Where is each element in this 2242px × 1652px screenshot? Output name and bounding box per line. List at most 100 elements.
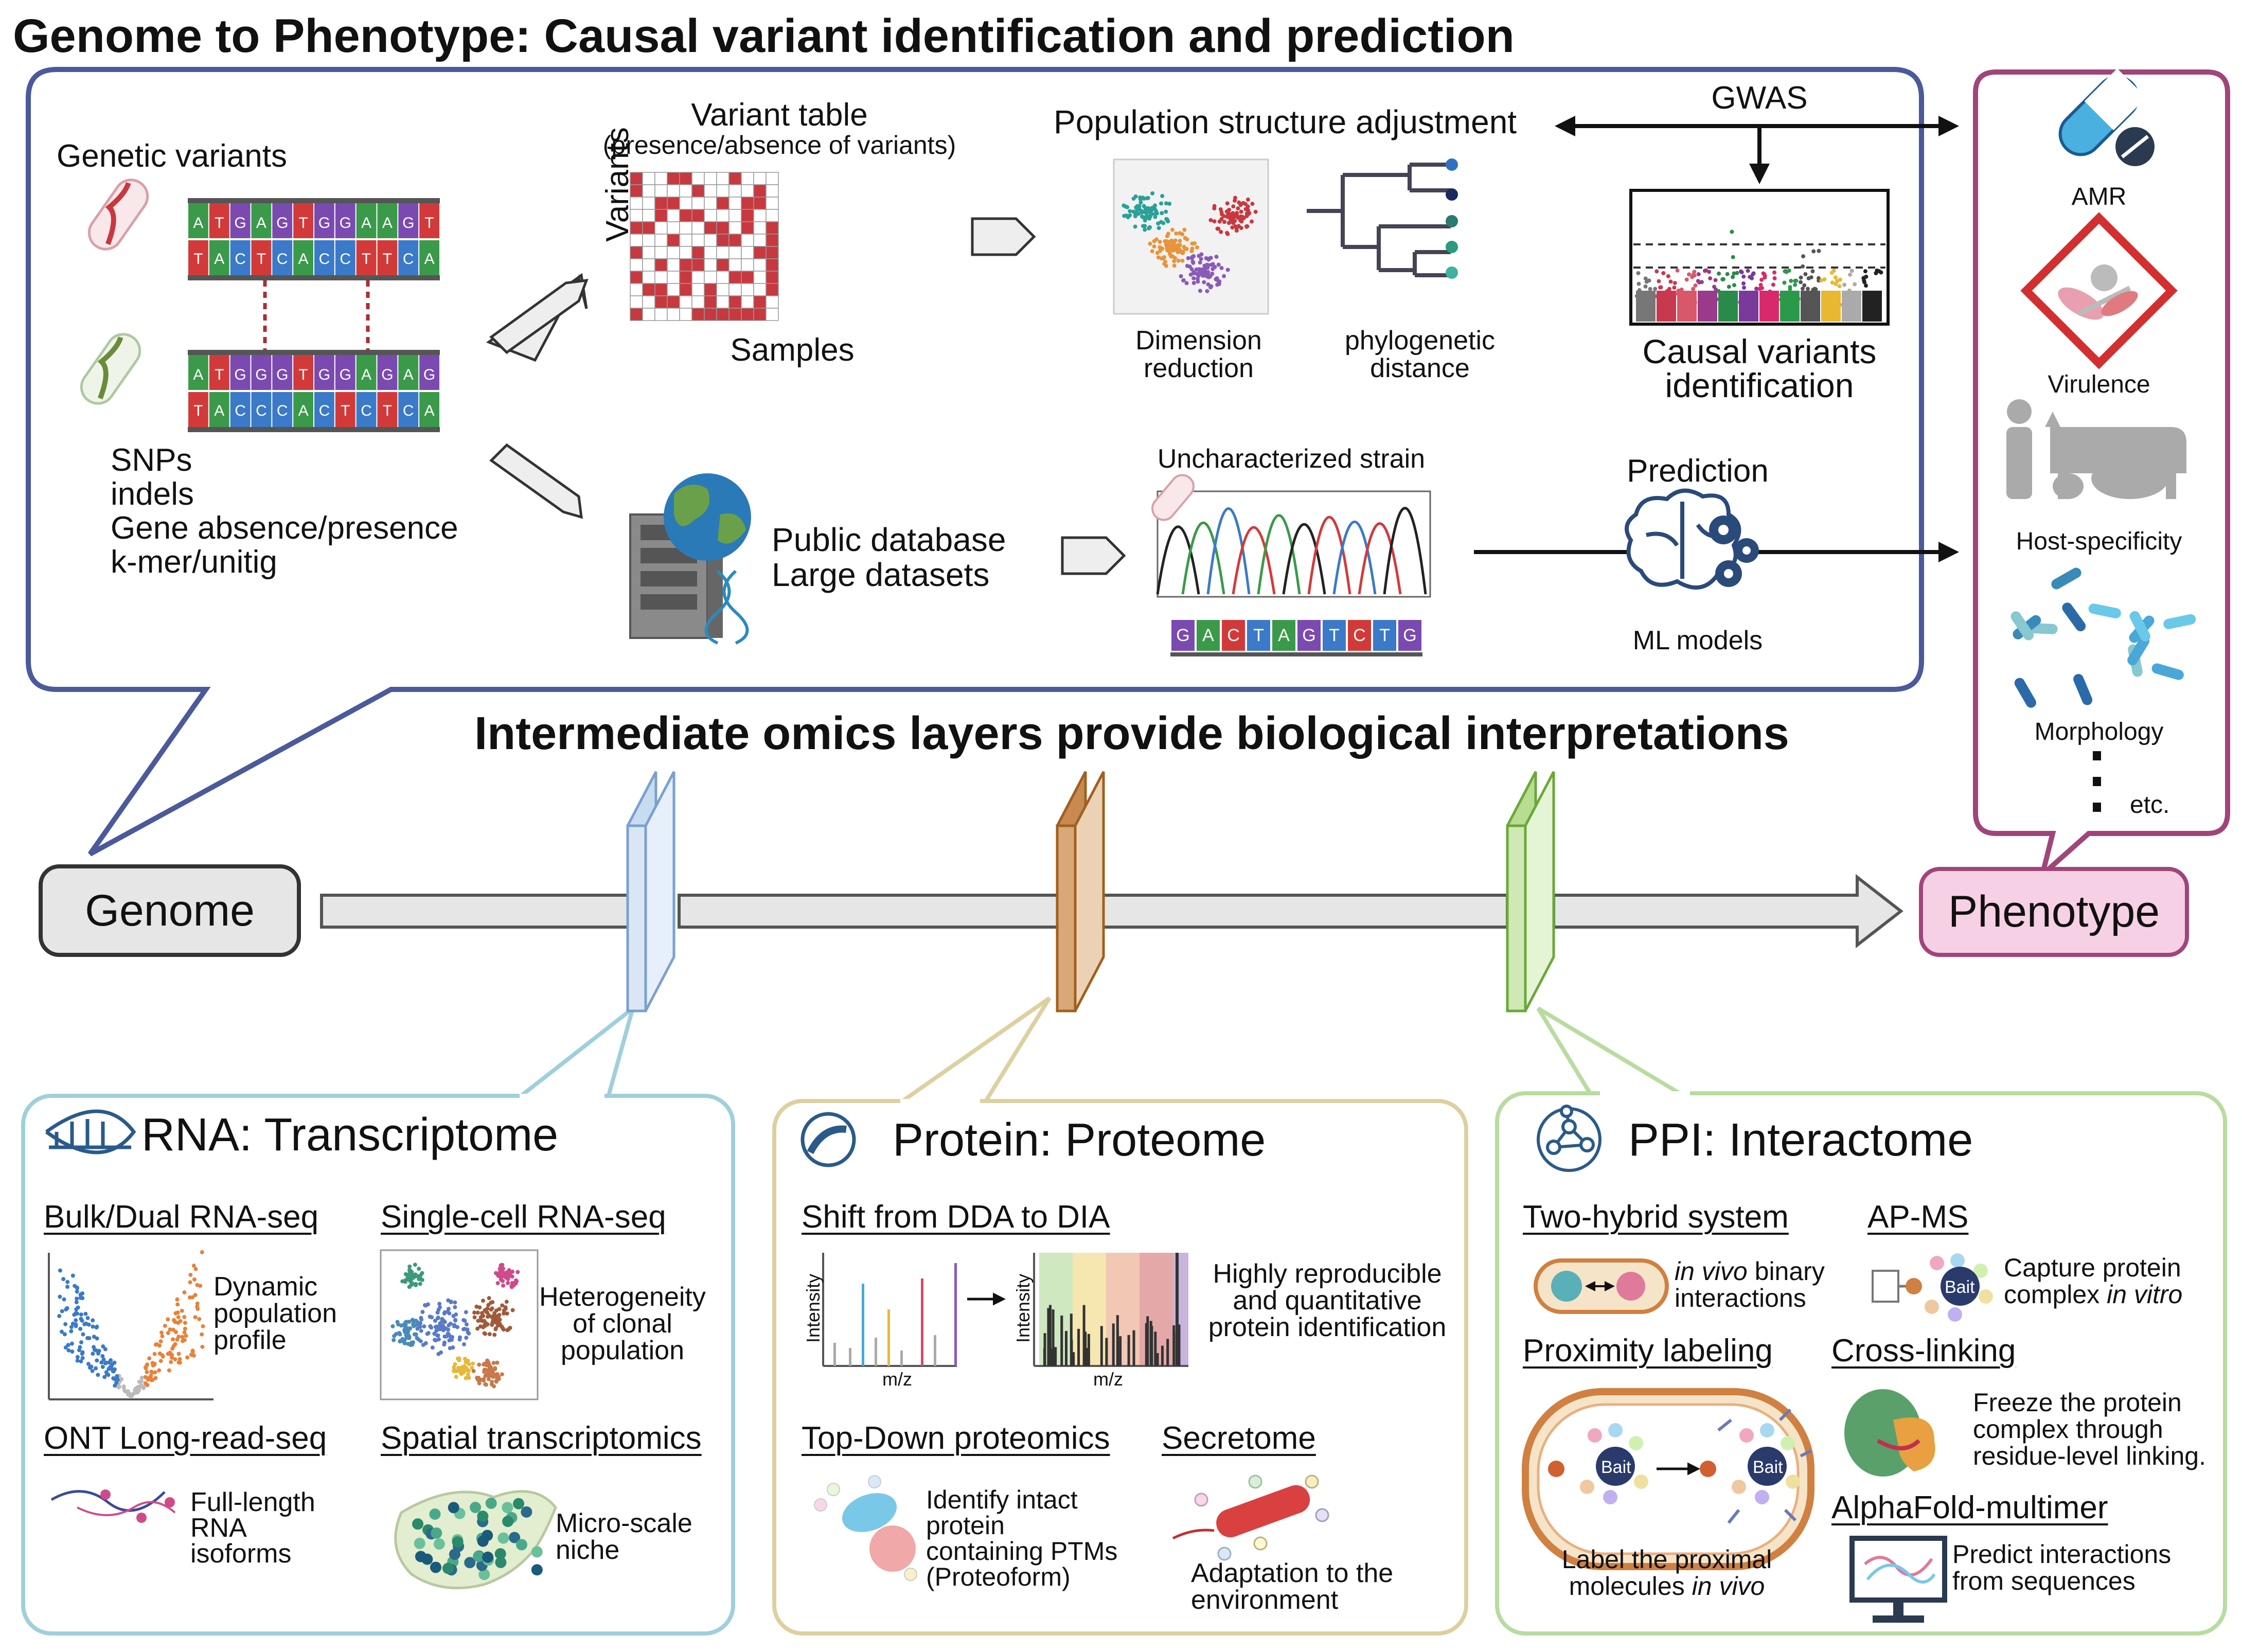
vertical-ellipsis-icon xyxy=(2093,751,2101,812)
dna-base: A xyxy=(214,251,224,268)
population-structure-label: Population structure adjustment xyxy=(1054,103,1517,140)
dna-base: C xyxy=(340,251,351,268)
dna-base: C xyxy=(235,402,246,419)
dia-intensity-label: Intensity xyxy=(1012,1273,1034,1343)
morphology-label: Morphology xyxy=(2034,718,2164,745)
dna-base: A xyxy=(214,402,224,419)
bacterium-icon-small xyxy=(1151,474,1195,521)
prediction-label: Prediction xyxy=(1627,453,1769,489)
dna-base: G xyxy=(340,366,351,383)
apms-heading: AP-MS xyxy=(1867,1199,1969,1235)
samples-axis-label: Samples xyxy=(730,332,855,368)
pipeline-arrow xyxy=(320,874,1903,949)
apms-desc: Capture protein complex in vitro xyxy=(2004,1253,2183,1309)
dna-base: C xyxy=(403,251,414,268)
dia-mz-label: m/z xyxy=(1093,1369,1123,1390)
topdown-heading: Top-Down proteomics xyxy=(802,1420,1110,1456)
uncharacterized-strain-label: Uncharacterized strain xyxy=(1157,444,1426,474)
dna-base: C xyxy=(277,251,288,268)
chromatogram-base: G xyxy=(1398,620,1421,651)
dda-mz-label: m/z xyxy=(882,1369,912,1390)
proximity-heading: Proximity labeling xyxy=(1523,1333,1773,1369)
alphafold-heading: AlphaFold-multimer xyxy=(1831,1490,2108,1525)
spatial-tissue-icon xyxy=(394,1490,557,1590)
chromatogram-base: T xyxy=(1247,620,1270,651)
bacteria-morphology-icons xyxy=(2010,567,2196,708)
dna-base: A xyxy=(361,366,371,383)
dna-base: T xyxy=(383,251,392,268)
two-hybrid-desc: in vivo binary interactions xyxy=(1675,1257,1825,1312)
chromatogram xyxy=(1156,490,1431,656)
variant-type-item: Gene absence/presence xyxy=(111,510,458,546)
globe-icon xyxy=(664,473,751,561)
dna-base: A xyxy=(424,251,435,268)
dna-base: T xyxy=(383,402,392,419)
dna-base: G xyxy=(255,366,267,383)
protein-icon xyxy=(800,1112,856,1167)
genetic-variants-label: Genetic variants xyxy=(57,138,287,174)
dna-base: C xyxy=(361,402,372,419)
apms-icon xyxy=(1872,1253,1993,1322)
chromatogram-base: A xyxy=(1272,620,1295,651)
genome-box: Genome xyxy=(39,864,301,957)
variant-table-title: Variant table xyxy=(691,97,868,133)
dna-base: T xyxy=(215,215,224,232)
dna-base: A xyxy=(298,251,309,268)
rna-panel-frame xyxy=(21,1094,735,1636)
pill-icon xyxy=(2058,68,2155,166)
single-cell-heading: Single-cell RNA-seq xyxy=(381,1199,666,1235)
dna-base: G xyxy=(276,366,288,383)
dna-base: T xyxy=(362,251,371,268)
volcano-plot xyxy=(48,1250,213,1400)
variant-types-list: SNPs indels Gene absence/presence k-mer/… xyxy=(111,443,458,579)
dda-spectrum xyxy=(822,1253,957,1367)
ppi-layer-slab xyxy=(1506,771,1555,1012)
proximity-desc: Label the proximal molecules in vivo xyxy=(1561,1545,1772,1601)
protein-layer-slab xyxy=(1056,771,1105,1012)
rna-icon xyxy=(45,1109,136,1154)
bait-label-before: Bait xyxy=(1601,1458,1631,1477)
dda-intensity-label: Intensity xyxy=(803,1273,824,1343)
amr-label: AMR xyxy=(2071,183,2127,210)
arrow-table-to-pop xyxy=(971,217,1036,256)
phylogenetic-tree xyxy=(1307,163,1451,277)
protein-panel-title: Protein: Proteome xyxy=(893,1114,1266,1166)
dna-base: A xyxy=(193,215,203,232)
bacterium-icon-green xyxy=(80,333,141,405)
dna-base: A xyxy=(193,366,203,383)
dna-base: A xyxy=(298,402,309,419)
variant-type-item: SNPs xyxy=(111,442,192,478)
dna-base: G xyxy=(423,366,435,383)
chromatogram-base: T xyxy=(1323,620,1346,651)
chromatogram-base: G xyxy=(1297,620,1321,651)
dna-base: G xyxy=(340,215,351,232)
host-icons xyxy=(2006,399,2186,499)
long-read-icon xyxy=(50,1489,176,1523)
chromatogram-base: T xyxy=(1373,620,1396,651)
dna-base: C xyxy=(277,402,288,419)
secretome-icon xyxy=(1172,1475,1329,1561)
arrow-db-to-strain xyxy=(1061,536,1126,575)
gear-icons xyxy=(1709,516,1759,587)
variant-type-item: indels xyxy=(111,476,194,512)
dna-base: C xyxy=(319,251,330,268)
top-panel-frame xyxy=(26,67,1924,857)
dna-base: T xyxy=(215,366,224,383)
chromatogram-base: C xyxy=(1348,620,1371,651)
dna-base: T xyxy=(193,402,203,419)
genome-label: Genome xyxy=(85,885,255,935)
hazard-sign-icon xyxy=(2020,212,2178,369)
two-hybrid-icon xyxy=(1534,1258,1669,1314)
dna-base: A xyxy=(361,215,371,232)
dia-spectrum xyxy=(1033,1253,1188,1367)
phenotype-label: Phenotype xyxy=(1948,887,2160,936)
dna-base: G xyxy=(381,366,393,383)
dna-base: T xyxy=(193,251,203,268)
variants-axis-label: Variants xyxy=(600,127,635,242)
dna-base: A xyxy=(424,402,435,419)
